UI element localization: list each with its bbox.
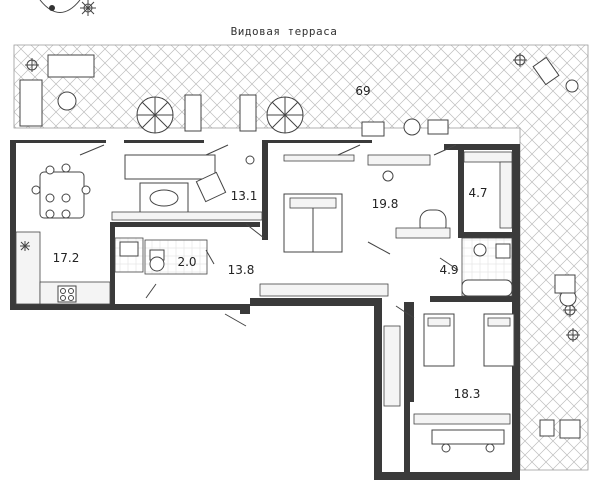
- room-area-living: 13.1: [231, 189, 258, 203]
- room-area-closet: 4.7: [468, 186, 487, 200]
- walls: [10, 140, 520, 480]
- umbrella-icon: [136, 96, 174, 134]
- closet: 4.7: [463, 151, 513, 229]
- wc: 2.0: [114, 237, 208, 275]
- fridge-icon: [20, 241, 30, 251]
- room-area-kitchen: 17.2: [53, 251, 80, 265]
- room-area-bedroom-1: 19.8: [372, 197, 399, 211]
- bed-icon: [483, 313, 515, 367]
- room-area-bathroom: 4.9: [439, 263, 458, 277]
- room-area-wc: 2.0: [177, 255, 196, 269]
- compass-icon: [39, 0, 81, 13]
- room-area-bedroom-2: 18.3: [454, 387, 481, 401]
- living-room: 13.1: [111, 154, 263, 221]
- bed-icon: [423, 313, 455, 367]
- hall: 13.8: [228, 263, 389, 297]
- terrace-table: [361, 118, 449, 137]
- doors: [79, 144, 459, 327]
- terrace-sofa: [19, 54, 95, 127]
- terrace-title: Видовая терраса: [231, 25, 338, 38]
- stove-icon: [57, 285, 77, 303]
- bathtub-icon: [461, 279, 513, 297]
- toilet-icon: [473, 243, 487, 257]
- sun-lounger: [184, 94, 257, 132]
- bedroom-1: 19.8: [283, 154, 451, 253]
- umbrella-icon: [266, 96, 304, 134]
- room-area-hall: 13.8: [228, 263, 255, 277]
- sun-icon: [80, 0, 96, 16]
- bed-icon: [283, 193, 343, 253]
- terrace-area-label: 69: [355, 84, 370, 98]
- toilet-icon: [149, 249, 165, 272]
- bedroom-2: 18.3: [383, 313, 515, 453]
- terrace-lounge: [532, 56, 581, 439]
- bathroom: 4.9: [439, 237, 513, 297]
- kitchen: 17.2: [15, 163, 111, 305]
- dining-table: [31, 163, 91, 219]
